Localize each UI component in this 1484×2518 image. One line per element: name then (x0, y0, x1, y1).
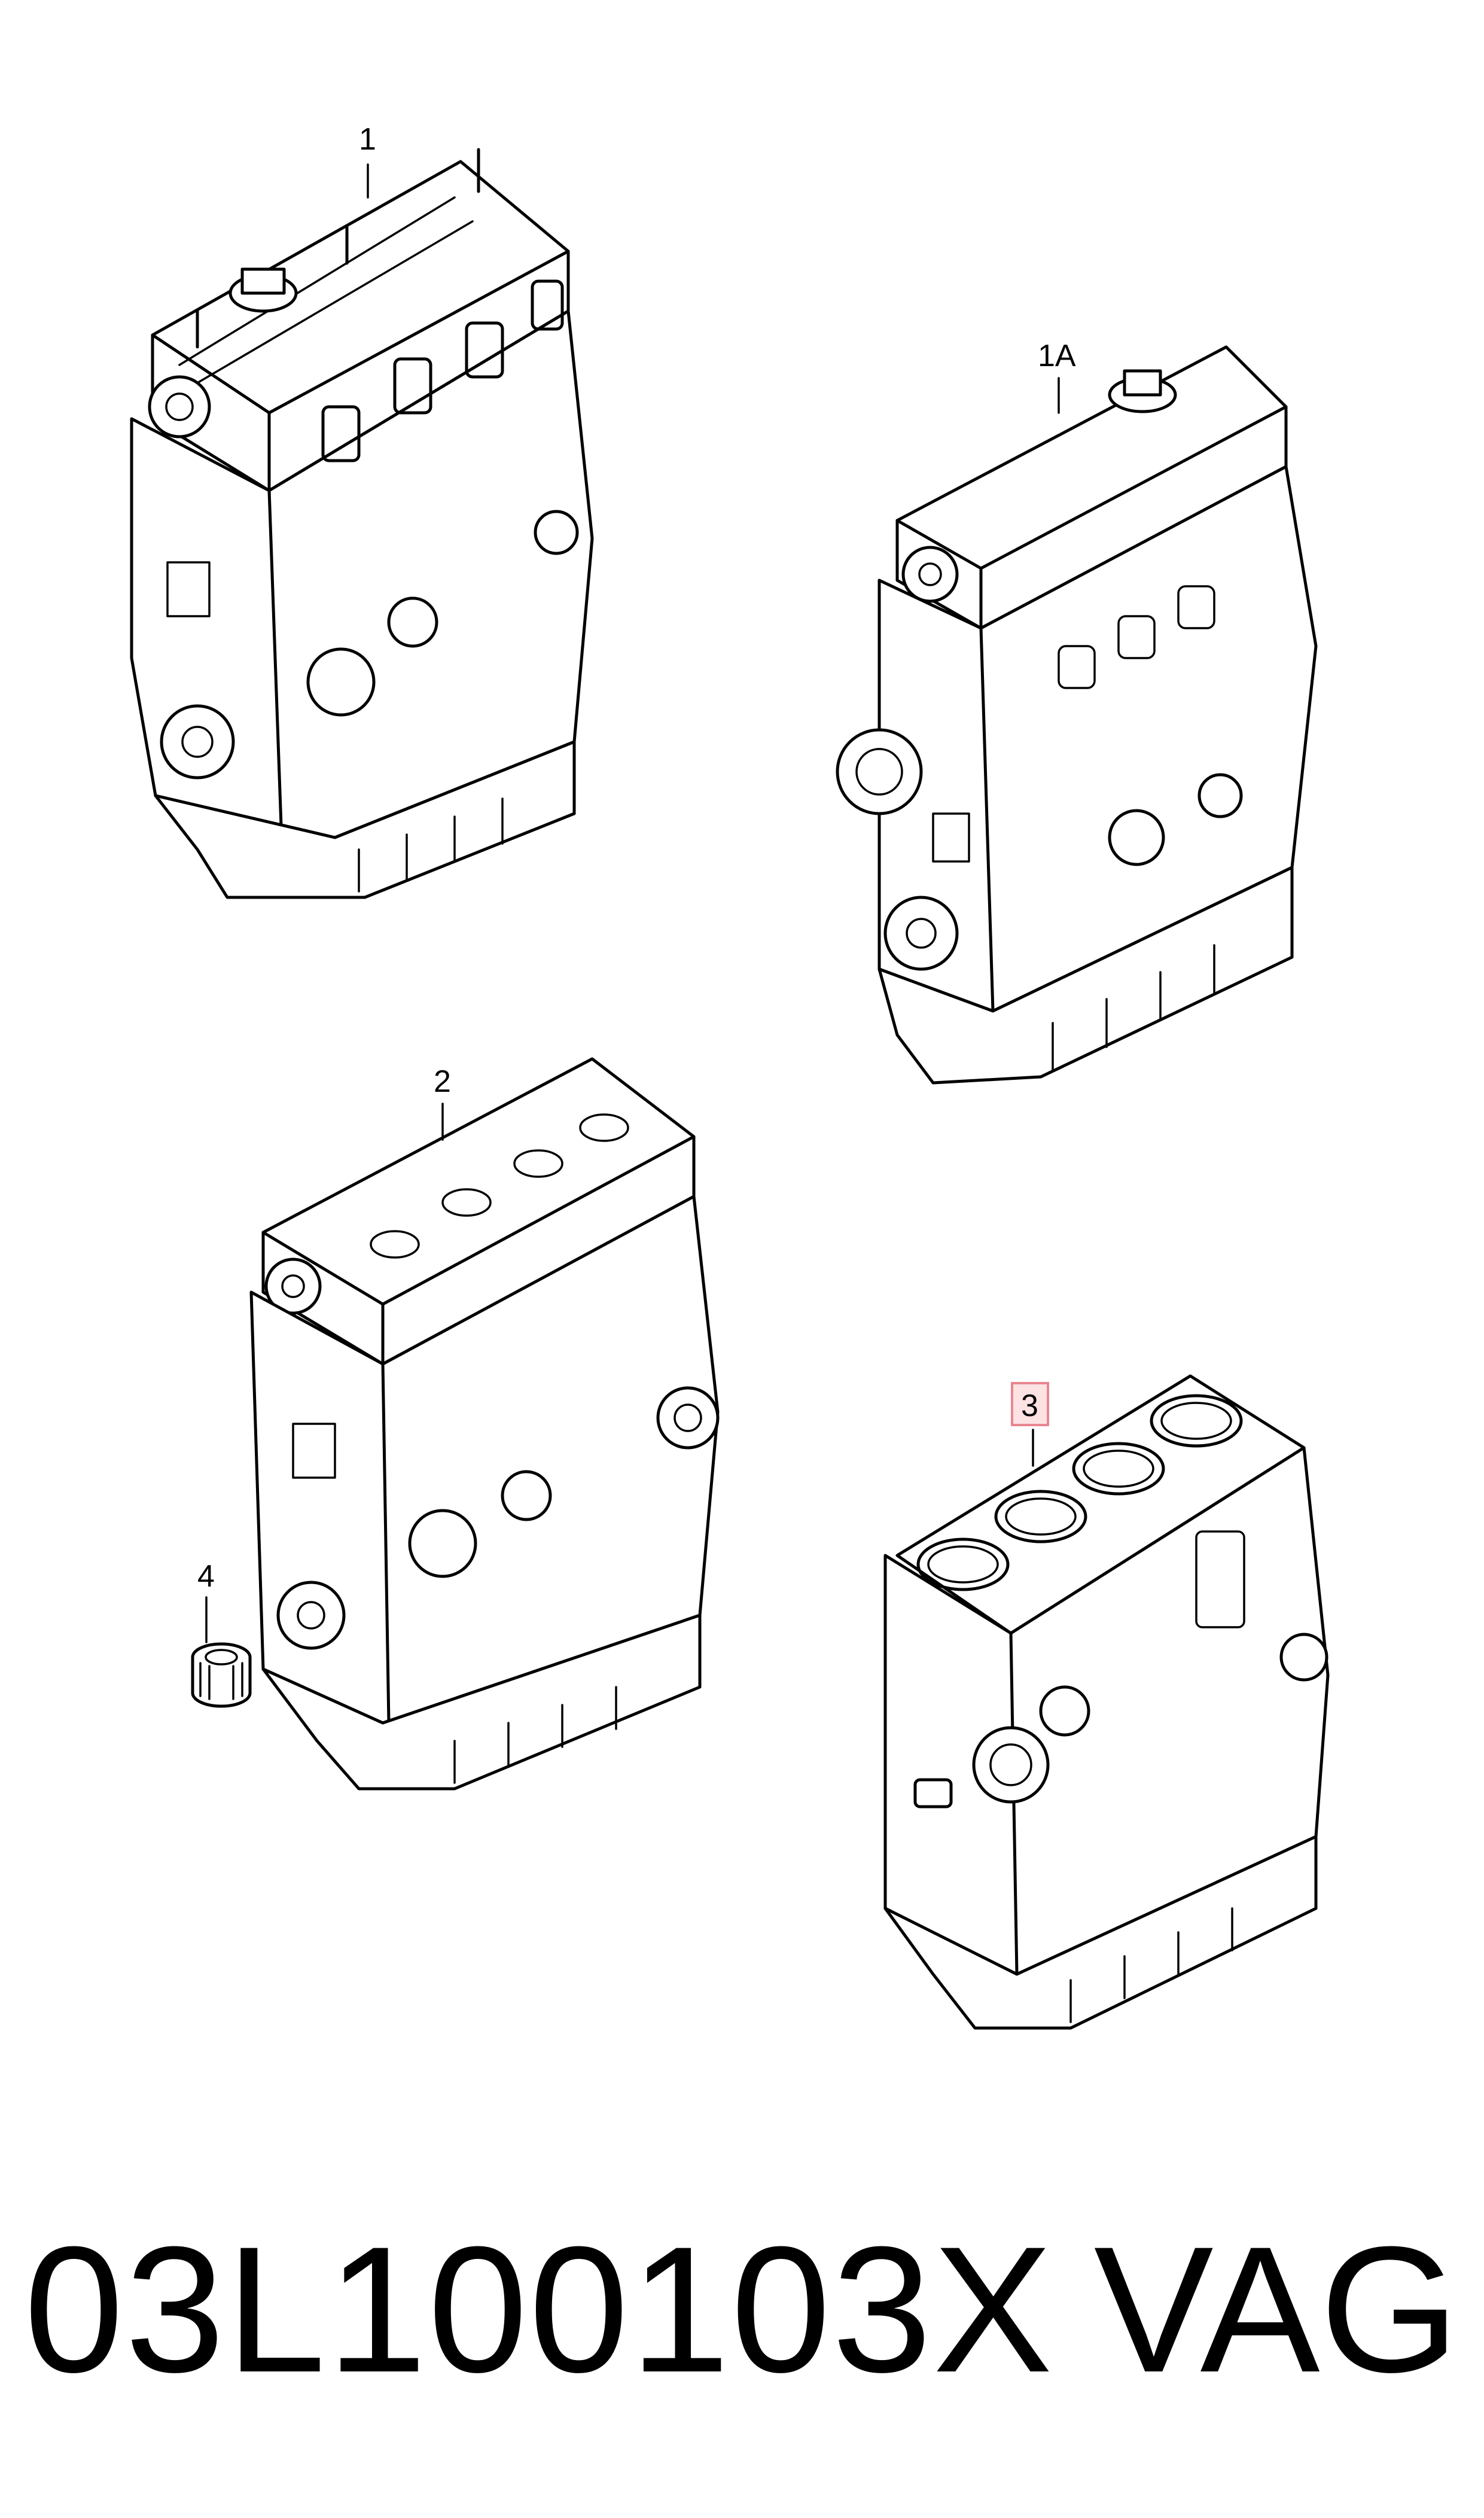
engine-long-block-2[interactable] (249, 1057, 720, 1791)
footer: 03L100103X VAG (24, 2202, 1459, 2417)
callout-label-4[interactable]: 4 (197, 1559, 215, 1594)
callout-highlight-3 (1011, 1382, 1049, 1426)
engine-long-block-1a[interactable] (836, 345, 1318, 1085)
bearing-bush-4[interactable] (191, 1642, 252, 1708)
callout-label-1[interactable]: 1 (359, 122, 376, 157)
callout-label-1a[interactable]: 1A (1038, 339, 1076, 373)
engine-long-block-1[interactable] (130, 148, 594, 899)
brand-label: VAG (1093, 2209, 1459, 2410)
callout-label-2[interactable]: 2 (434, 1064, 451, 1099)
part-number: 03L100103X (24, 2209, 1054, 2410)
engine-short-block-3[interactable] (883, 1374, 1330, 2030)
callout-label-3[interactable]: 3 (1021, 1389, 1038, 1423)
